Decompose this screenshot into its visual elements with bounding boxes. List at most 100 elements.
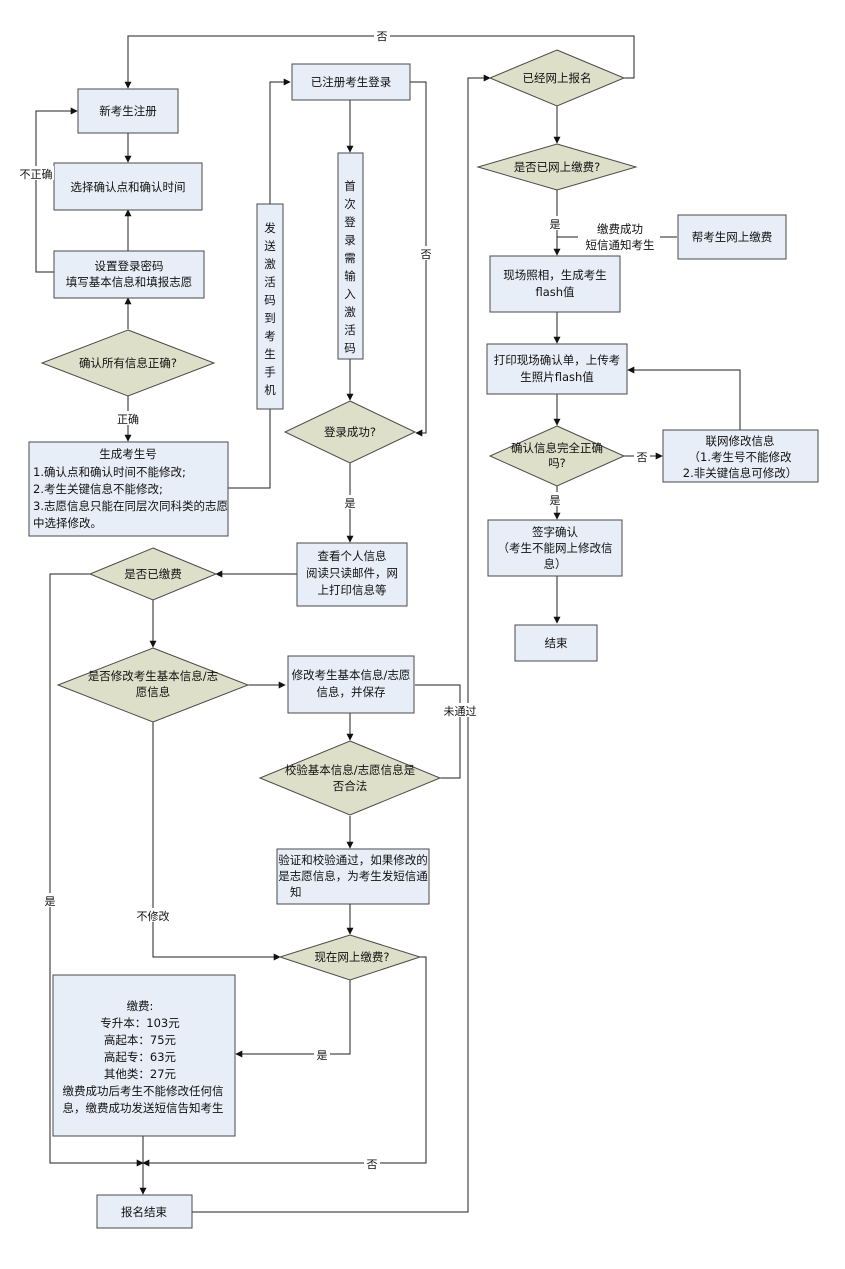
label-yes-pay: 是 <box>317 1049 328 1062</box>
svg-text:中选择修改。: 中选择修改。 <box>33 516 102 530</box>
svg-text:否合法: 否合法 <box>333 779 368 793</box>
svg-text:考: 考 <box>264 329 276 343</box>
svg-text:（1.考生号不能修改: （1.考生号不能修改 <box>689 450 792 464</box>
node-select-point: 选择确认点和确认时间 <box>53 162 203 211</box>
node-view-info: 查看个人信息 阅读只读邮件，网 上打印信息等 <box>296 542 408 607</box>
edge-no-modify <box>152 722 281 961</box>
label-no-login: 否 <box>421 248 432 261</box>
svg-text:现在网上缴费?: 现在网上缴费? <box>314 950 389 964</box>
svg-text:发: 发 <box>264 221 276 235</box>
node-online-paid: 是否已网上缴费? <box>476 143 638 191</box>
label-incorrect: 不正确 <box>20 168 53 181</box>
edge-incorrect <box>35 107 78 273</box>
svg-text:录: 录 <box>344 233 356 247</box>
node-registered-login: 已注册考生登录 <box>291 63 411 101</box>
edge-labels: 否 不正确 正确 否 是 是 未通过 不修改 是 否 是 否 是 <box>16 28 650 1171</box>
edge-gen-send <box>228 409 271 489</box>
node-first-login: 首 次 登 录 需 输 入 激 活 码 <box>337 152 364 360</box>
svg-text:机: 机 <box>264 383 276 397</box>
node-pay-now: 现在网上缴费? <box>278 934 422 981</box>
svg-text:联网修改信息: 联网修改信息 <box>706 434 775 448</box>
svg-text:送: 送 <box>264 239 276 253</box>
node-gen-id: 生成考生号 1.确认点和确认时间不能修改; 2.考生关键信息不能修改; 3.志愿… <box>28 441 229 537</box>
svg-text:知: 知 <box>290 885 302 899</box>
node-modify-q: 是否修改考生基本信息/志 愿信息 <box>56 647 250 723</box>
svg-text:确认信息完全正确: 确认信息完全正确 <box>511 441 603 455</box>
svg-text:登: 登 <box>344 215 356 229</box>
edge-end-online <box>192 74 491 1213</box>
node-verified: 验证和校验通过，如果修改的 是志愿信息，为考生发短信通 知 <box>276 848 430 905</box>
svg-text:到: 到 <box>264 311 276 325</box>
svg-text:修改考生基本信息/志愿: 修改考生基本信息/志愿 <box>292 668 411 682</box>
svg-text:信息，并保存: 信息，并保存 <box>317 685 386 699</box>
svg-text:其他类：27元: 其他类：27元 <box>104 1067 177 1081</box>
edge-paid-yes <box>49 573 144 1167</box>
svg-text:手: 手 <box>264 365 276 379</box>
svg-text:1.确认点和确认时间不能修改;: 1.确认点和确认时间不能修改; <box>33 465 186 479</box>
svg-text:2.考生关键信息不能修改;: 2.考生关键信息不能修改; <box>33 482 163 496</box>
svg-text:是否修改考生基本信息/志: 是否修改考生基本信息/志 <box>88 669 218 683</box>
svg-text:码: 码 <box>344 341 356 355</box>
label-yes-login: 是 <box>345 497 356 510</box>
pay-success-note: 缴费成功 短信通知考生 <box>586 222 655 252</box>
svg-text:激: 激 <box>344 305 356 319</box>
svg-text:首: 首 <box>344 179 356 193</box>
svg-text:校验基本信息/志愿信息是: 校验基本信息/志愿信息是 <box>285 763 416 777</box>
svg-text:息，缴费成功发送短信告知考生: 息，缴费成功发送短信告知考生 <box>63 1101 224 1115</box>
svg-text:输: 输 <box>344 269 356 283</box>
svg-text:已经网上报名: 已经网上报名 <box>523 71 592 85</box>
edge-not-passed <box>415 684 461 779</box>
node-online-modify: 联网修改信息 （1.考生号不能修改 2.非关键信息可修改） <box>662 429 819 483</box>
connectors <box>35 35 741 1213</box>
svg-text:活: 活 <box>344 323 356 337</box>
svg-text:息）: 息） <box>544 557 567 571</box>
svg-text:打印现场确认单，上传考: 打印现场确认单，上传考 <box>494 353 621 367</box>
svg-text:结束: 结束 <box>545 636 568 650</box>
label-yes-online-paid: 是 <box>550 218 561 231</box>
svg-text:是否已缴费: 是否已缴费 <box>124 567 182 581</box>
svg-text:确认所有信息正确?: 确认所有信息正确? <box>79 356 177 370</box>
svg-text:现场照相，生成考生: 现场照相，生成考生 <box>503 268 607 282</box>
svg-text:活: 活 <box>264 275 276 289</box>
svg-text:高起本：75元: 高起本：75元 <box>104 1033 177 1047</box>
svg-text:报名结束: 报名结束 <box>121 1205 167 1219</box>
edge-pay-yes <box>235 980 351 1058</box>
node-online-reg: 已经网上报名 <box>488 49 626 107</box>
svg-text:专升本：103元: 专升本：103元 <box>100 1016 180 1030</box>
label-no-modify: 不修改 <box>137 909 170 923</box>
svg-text:flash值: flash值 <box>535 285 575 299</box>
node-end: 结束 <box>514 624 598 662</box>
edge-modify-print <box>627 366 741 430</box>
node-new-reg: 新考生注册 <box>77 88 179 134</box>
svg-text:（考生不能网上修改信: （考生不能网上修改信 <box>498 541 613 555</box>
svg-text:已注册考生登录: 已注册考生登录 <box>311 75 392 89</box>
svg-text:激: 激 <box>264 257 276 271</box>
node-print-confirm: 打印现场确认单，上传考 生照片flash值 <box>486 343 628 395</box>
svg-text:新考生注册: 新考生注册 <box>99 104 157 118</box>
node-fee: 缴费: 专升本：103元 高起本：75元 高起专：63元 其他类：27元 缴费成… <box>52 974 236 1137</box>
svg-text:生: 生 <box>264 347 276 361</box>
node-set-password: 设置登录密码 填写基本信息和填报志愿 <box>53 250 205 299</box>
svg-text:码: 码 <box>264 293 276 307</box>
svg-text:缴费成功: 缴费成功 <box>597 222 643 236</box>
label-no-confirm: 否 <box>637 451 648 464</box>
svg-text:签字确认: 签字确认 <box>532 525 578 539</box>
svg-text:设置登录密码: 设置登录密码 <box>95 259 164 273</box>
node-login-ok: 登录成功? <box>283 400 417 464</box>
svg-text:3.志愿信息只能在同层次同科类的志愿: 3.志愿信息只能在同层次同科类的志愿 <box>33 499 228 513</box>
svg-text:查看个人信息: 查看个人信息 <box>318 549 387 563</box>
label-correct: 正确 <box>117 413 139 426</box>
svg-text:入: 入 <box>344 287 356 301</box>
label-yes-confirm: 是 <box>550 494 561 507</box>
node-photo: 现场照相，生成考生 flash值 <box>489 255 621 313</box>
node-validate: 校验基本信息/志愿信息是 否合法 <box>258 740 442 816</box>
svg-text:是否已网上缴费?: 是否已网上缴费? <box>514 160 601 174</box>
edge-send-login <box>269 78 291 204</box>
node-reg-end: 报名结束 <box>96 1194 193 1229</box>
svg-text:登录成功?: 登录成功? <box>324 425 376 439</box>
node-modify-save: 修改考生基本信息/志愿 信息，并保存 <box>287 655 415 714</box>
svg-text:高起专：63元: 高起专：63元 <box>104 1050 177 1064</box>
svg-text:吗?: 吗? <box>548 456 566 470</box>
svg-text:生成考生号: 生成考生号 <box>99 447 157 461</box>
